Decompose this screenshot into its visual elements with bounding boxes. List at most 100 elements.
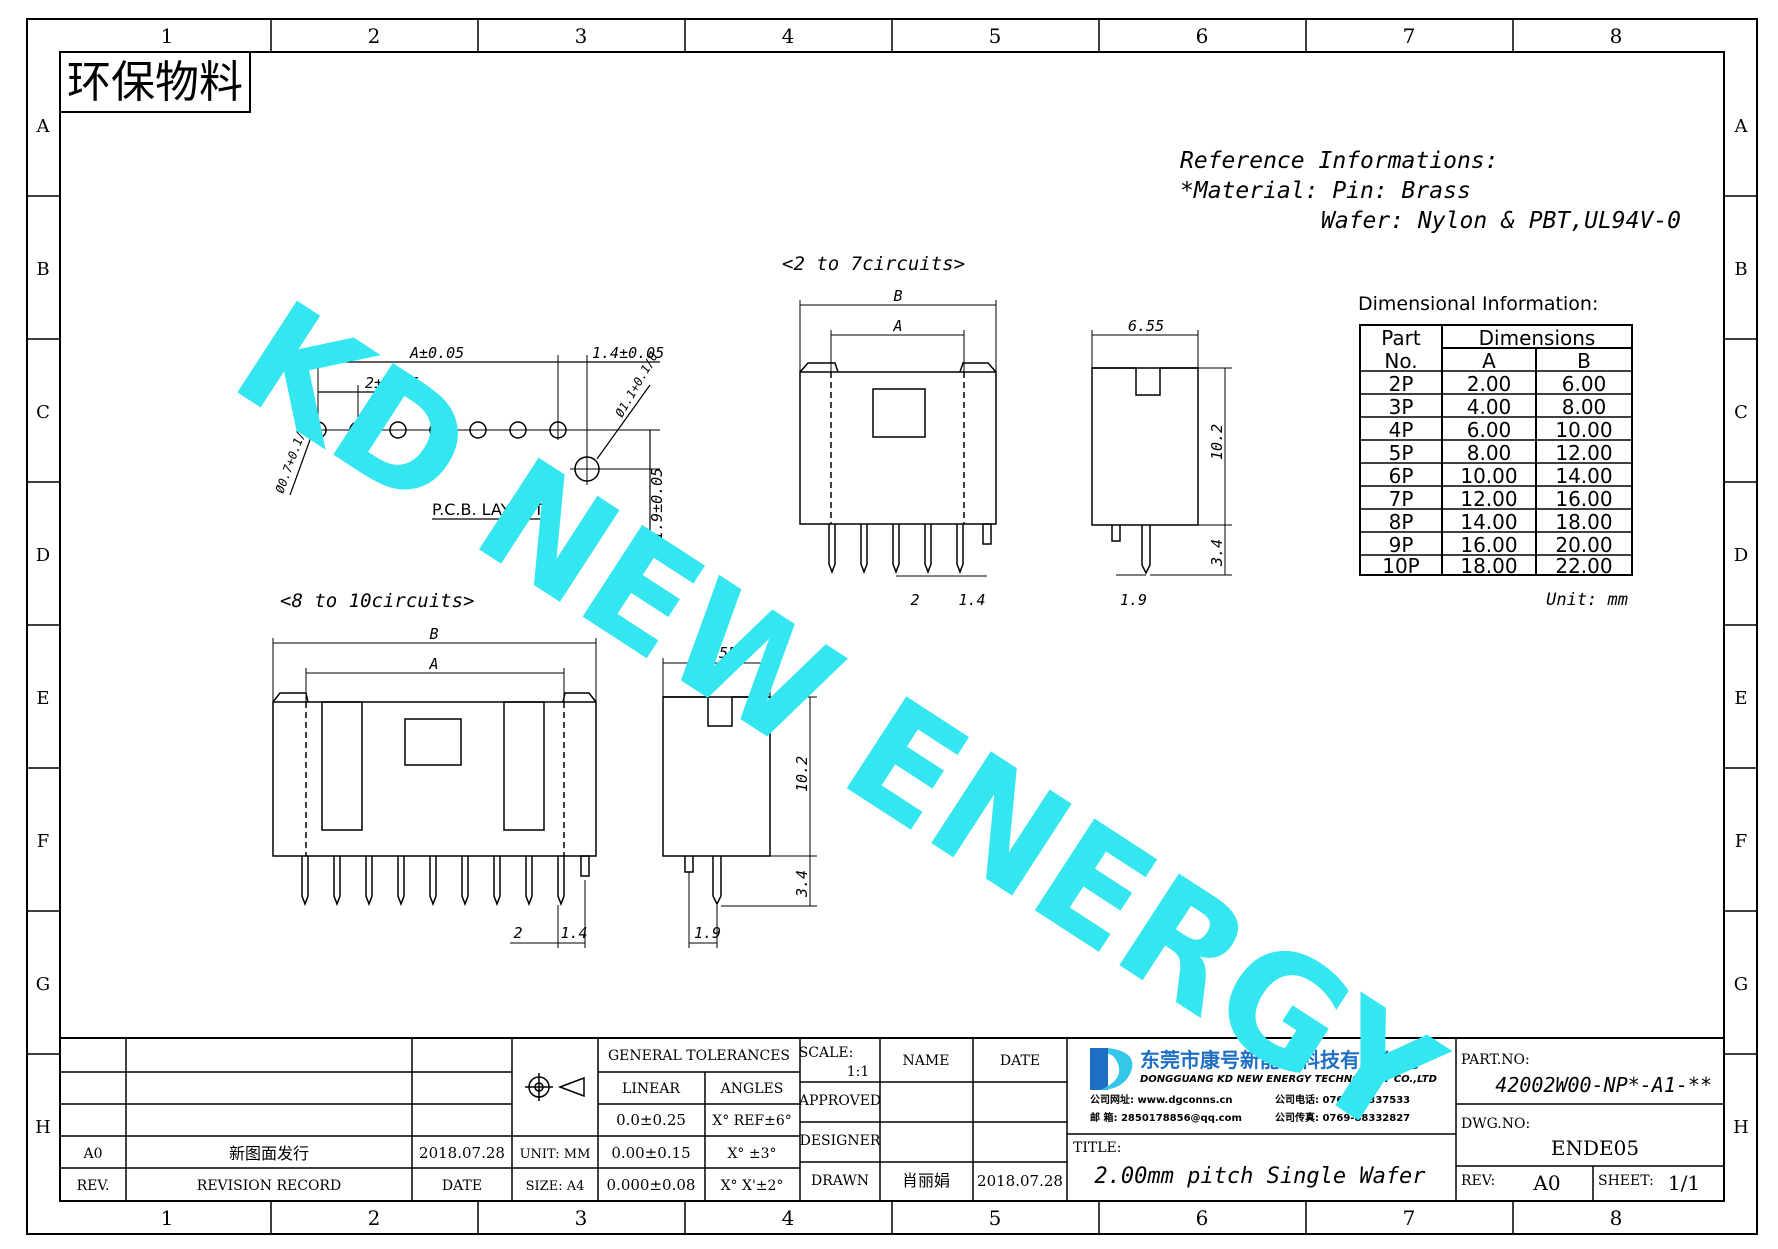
dim-table-cell-a: 2.00 bbox=[1467, 372, 1512, 396]
dim-pitch-tol: 2±0.05 bbox=[365, 374, 419, 392]
pcb-dimension-lines bbox=[289, 361, 660, 540]
large-front-labels: B A 2 1.4 bbox=[428, 625, 587, 942]
company-name-en: DONGGUANG KD NEW ENERGY TECHNOLOGY CO.,L… bbox=[1140, 1074, 1437, 1085]
scale-value: 1:1 bbox=[847, 1064, 870, 1080]
row-label-B: B bbox=[36, 259, 49, 280]
large-view-title: <8 to 10circuits> bbox=[280, 590, 474, 612]
revision-note: 新图面发行 bbox=[229, 1144, 309, 1163]
tol-linear-header: LINEAR bbox=[622, 1081, 680, 1097]
rev-date: 2018.07.28 bbox=[419, 1144, 505, 1162]
dim-table-cell-b: 12.00 bbox=[1555, 441, 1612, 465]
reference-info: Reference Informations: *Material: Pin: … bbox=[1180, 148, 1681, 234]
material-line: *Material: Pin: Brass bbox=[1180, 178, 1471, 204]
col-label-5-bottom: 5 bbox=[989, 1206, 1002, 1230]
tol-linear-2: 0.00±0.15 bbox=[611, 1144, 690, 1162]
col-label-2-bottom: 2 bbox=[368, 1206, 381, 1230]
small-pins bbox=[828, 523, 992, 575]
large-side-view bbox=[662, 658, 817, 948]
col-label-8: 8 bbox=[1610, 24, 1623, 48]
dim-table-cell-b: 16.00 bbox=[1555, 487, 1612, 511]
col-label-4-bottom: 4 bbox=[782, 1206, 795, 1230]
dim-table-cell-part: 4P bbox=[1389, 418, 1414, 442]
large-pins bbox=[301, 855, 590, 907]
sheet-label: SHEET: bbox=[1598, 1173, 1654, 1189]
dim-table-cell-part: 6P bbox=[1389, 464, 1414, 488]
large-dim-pinoff: 1.9 bbox=[694, 924, 721, 942]
row-label-A-right: A bbox=[1734, 116, 1749, 137]
frame-grid-ticks bbox=[27, 19, 1757, 1234]
tol-angles-header: ANGLES bbox=[720, 1081, 784, 1097]
logo-mark-icon bbox=[1090, 1048, 1108, 1090]
part-no-value: 42002W00-NP*-A1-** bbox=[1495, 1073, 1712, 1097]
dim-table-cell-part: 7P bbox=[1389, 487, 1414, 511]
record-header: REVISION RECORD bbox=[197, 1178, 341, 1194]
pcb-layout bbox=[289, 355, 660, 540]
frame-row-labels: A B C D E F G H A B C D E F G H bbox=[35, 116, 1749, 1138]
size-label: SIZE: A4 bbox=[526, 1179, 585, 1194]
rev-label: REV: bbox=[1461, 1173, 1495, 1189]
eco-stamp: 环保物料 bbox=[59, 51, 251, 113]
row-label-D-right: D bbox=[1734, 545, 1748, 566]
dim-table-header-part: Part bbox=[1381, 326, 1421, 350]
small-side-dims bbox=[1091, 330, 1232, 576]
part-number-block: PART.NO: 42002W00-NP*-A1-** DWG.NO: ENDE… bbox=[1461, 1052, 1712, 1195]
large-dim-b: B bbox=[429, 625, 438, 643]
row-label-F: F bbox=[37, 831, 50, 852]
title-label: TITLE: bbox=[1073, 1140, 1121, 1156]
dim-table-row: 4P 6.00 10.00 bbox=[1389, 418, 1613, 442]
small-view-title: <2 to 7circuits> bbox=[782, 253, 965, 275]
projection-symbol bbox=[525, 1073, 585, 1101]
drawn-name: 肖丽娟 bbox=[902, 1171, 950, 1190]
small-dim-pitch: 2 bbox=[910, 591, 919, 609]
dim-table-cell-b: 10.00 bbox=[1555, 418, 1612, 442]
col-label-1-bottom: 1 bbox=[161, 1206, 174, 1230]
rev-block-value: A0 bbox=[1532, 1171, 1560, 1195]
dim-table-col-b: B bbox=[1577, 349, 1591, 373]
drawn-label: DRAWN bbox=[811, 1173, 869, 1189]
small-dim-b: B bbox=[893, 287, 902, 305]
company-website: 公司网址: www.dgconns.cn bbox=[1090, 1093, 1233, 1106]
title-value: 2.00mm pitch Single Wafer bbox=[1094, 1164, 1426, 1189]
dim-table-cell-part: 10P bbox=[1382, 554, 1420, 578]
col-label-4: 4 bbox=[782, 24, 795, 48]
dim-table-text: Part No. Dimensions A B 2P 2.00 6.00 3P … bbox=[1381, 326, 1612, 578]
row-label-D: D bbox=[36, 545, 50, 566]
row-label-B-right: B bbox=[1734, 259, 1747, 280]
dim-table-row: 3P 4.00 8.00 bbox=[1389, 395, 1607, 419]
row-label-E: E bbox=[36, 688, 49, 709]
small-dim-a: A bbox=[892, 317, 902, 335]
dim-table-cell-b: 20.00 bbox=[1555, 533, 1612, 557]
small-dim-pinoff: 1.9 bbox=[1120, 591, 1147, 609]
small-side-view bbox=[1091, 330, 1232, 576]
small-dim-height: 10.2 bbox=[1208, 424, 1226, 460]
row-label-A: A bbox=[36, 116, 51, 137]
wafer-line: Wafer: Nylon & PBT,UL94V-0 bbox=[1321, 208, 1681, 234]
dim-table-col-a: A bbox=[1482, 349, 1496, 373]
title-block bbox=[59, 1037, 1725, 1202]
company-info: 东莞市康号新能源科技有限公司 DONGGUANG KD NEW ENERGY T… bbox=[1090, 1048, 1437, 1124]
tol-angle-2: X° ±3° bbox=[727, 1146, 776, 1162]
small-dim-pinlen: 3.4 bbox=[1208, 539, 1226, 567]
eco-stamp-text: 环保物料 bbox=[67, 57, 243, 108]
col-label-3: 3 bbox=[575, 24, 588, 48]
dwg-no-label: DWG.NO: bbox=[1461, 1116, 1530, 1132]
dim-table-cell-part: 9P bbox=[1389, 533, 1414, 557]
drawing-title: TITLE: 2.00mm pitch Single Wafer bbox=[1073, 1140, 1426, 1189]
row-label-F-right: F bbox=[1735, 831, 1748, 852]
large-dim-pitch: 2 bbox=[513, 924, 522, 942]
dimension-table bbox=[1359, 324, 1633, 576]
small-front-dims bbox=[799, 300, 997, 577]
small-dim-edge: 1.4 bbox=[958, 591, 985, 609]
dim-table-cell-a: 8.00 bbox=[1467, 441, 1512, 465]
title-block-text: A0 新图面发行 2018.07.28 REV. REVISION RECORD… bbox=[77, 1045, 1063, 1194]
dim-table-cell-a: 10.00 bbox=[1460, 464, 1517, 488]
reference-title: Reference Informations: bbox=[1180, 148, 1499, 174]
dim-table-cell-a: 14.00 bbox=[1460, 510, 1517, 534]
tol-angle-3: X° X'±2° bbox=[721, 1178, 784, 1194]
large-front-dims bbox=[272, 638, 597, 948]
dim-table-title: Dimensional Information: bbox=[1358, 293, 1598, 315]
general-tolerances: GENERAL TOLERANCES bbox=[608, 1048, 790, 1064]
tol-linear-3: 0.000±0.08 bbox=[607, 1176, 696, 1194]
pcb-centerlines bbox=[305, 355, 660, 485]
